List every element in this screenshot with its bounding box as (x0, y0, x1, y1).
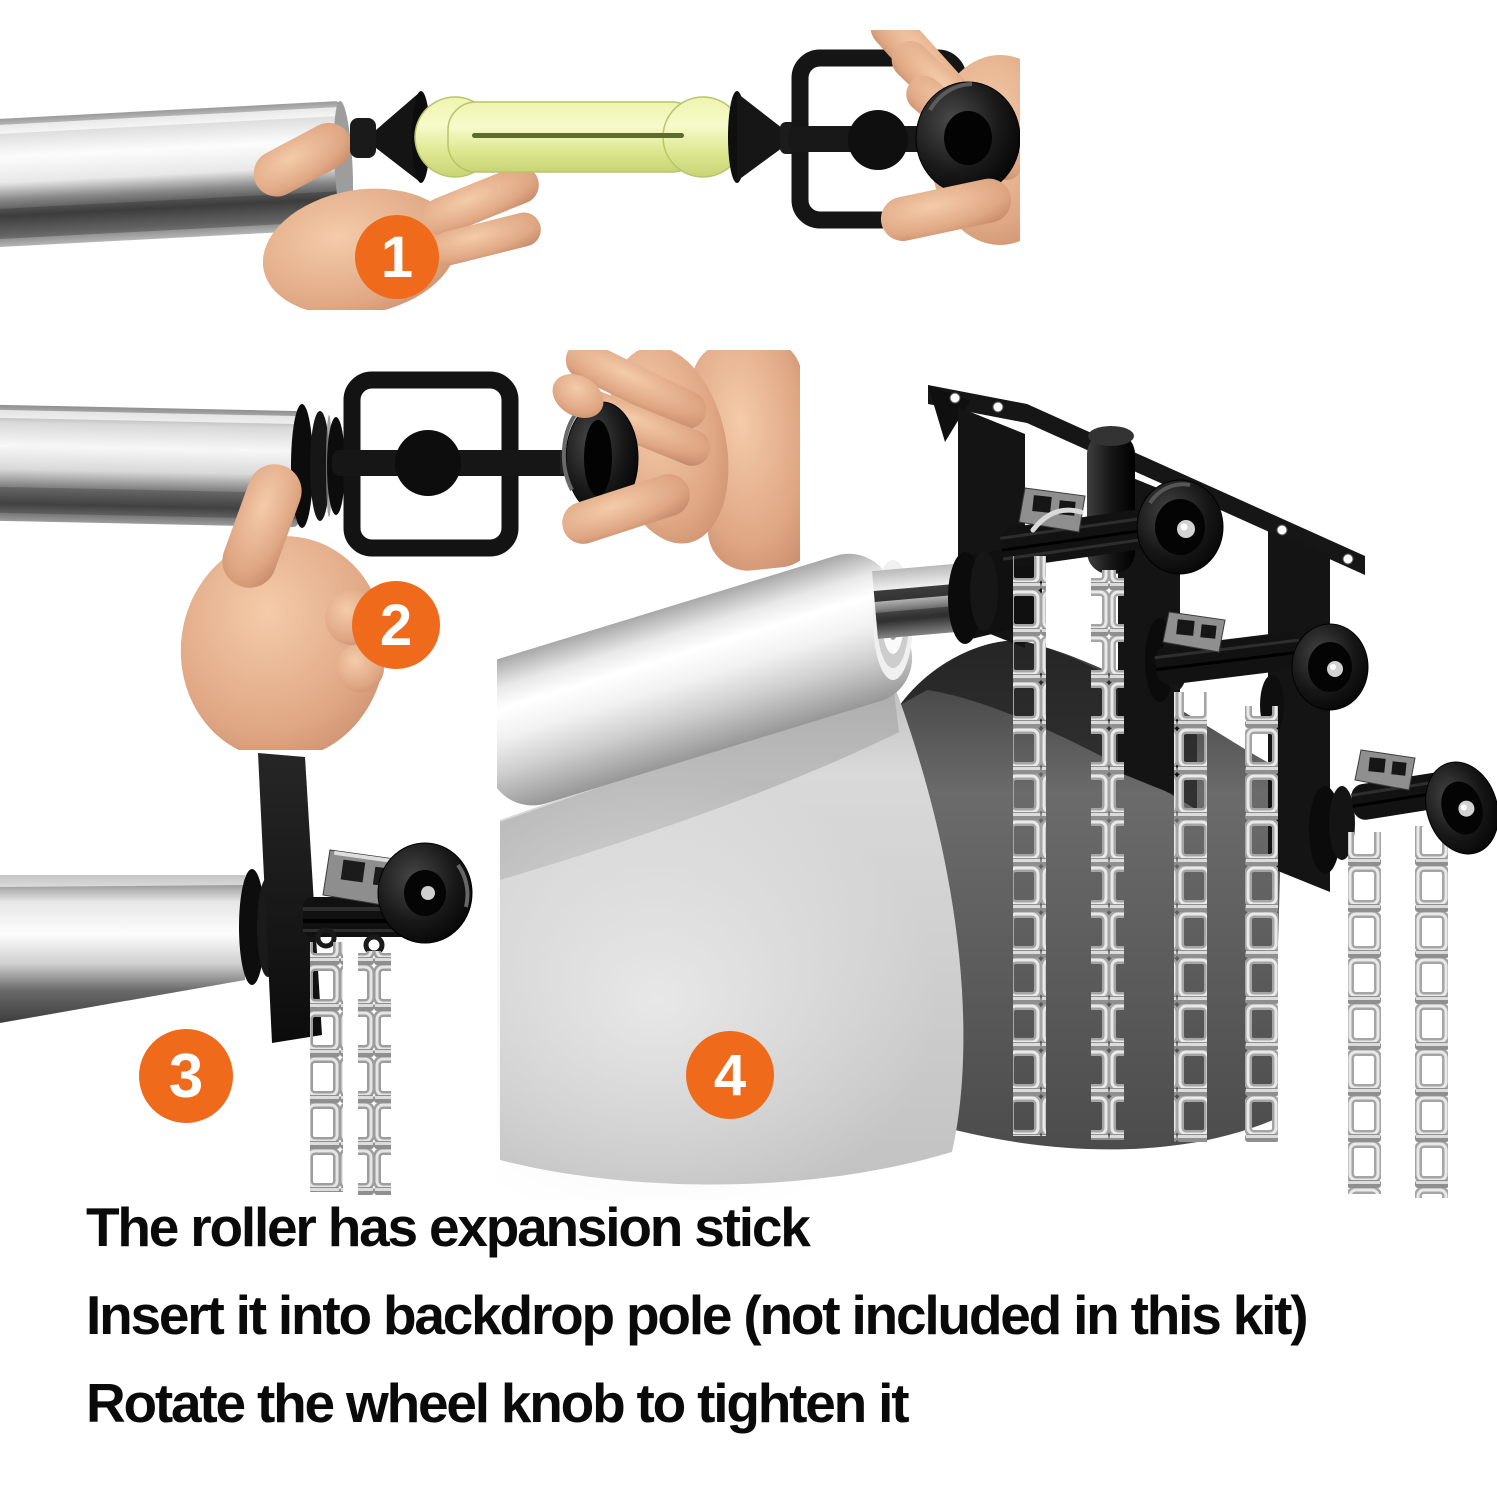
hand (552, 374, 690, 544)
wheel-knob (1136, 479, 1224, 575)
step1-photo-expansion-stick (0, 30, 1020, 310)
metal-pole (0, 404, 302, 528)
caption-line-1: The roller has expansion stick (86, 1196, 811, 1258)
wall-bracket-plate (258, 753, 322, 1043)
metal-pole (0, 875, 245, 1023)
wheel-knob (915, 81, 1020, 195)
ladder-chain (1013, 556, 1448, 1198)
step-badge-4: 4 (686, 1031, 774, 1119)
expansion-stick (350, 91, 802, 183)
wheel-knob (1425, 761, 1497, 855)
square-bracket (332, 371, 572, 557)
wheel-knob (1291, 623, 1369, 711)
step4-photo-ceiling-mount (497, 385, 1497, 1200)
roller-assembly (1145, 611, 1301, 735)
hand (180, 464, 386, 750)
ladder-chain (310, 927, 391, 1195)
caption-line-2: Insert it into backdrop pole (not includ… (86, 1284, 1309, 1346)
step-badge-3: 3 (139, 1029, 233, 1123)
step-badge-1: 1 (355, 215, 439, 299)
caption-line-3: Rotate the wheel knob to tighten it (86, 1372, 910, 1434)
wheel-knob (560, 401, 639, 515)
step-badge-2: 2 (352, 581, 440, 669)
stick-slot (472, 133, 684, 138)
backdrop-sheet-white (497, 682, 964, 1200)
step2-photo-attach-bracket (0, 350, 800, 750)
hand (880, 178, 1012, 241)
pole-collar (291, 404, 345, 528)
step3-photo-wall-bracket (0, 753, 473, 1195)
wheel-knob (377, 842, 473, 944)
